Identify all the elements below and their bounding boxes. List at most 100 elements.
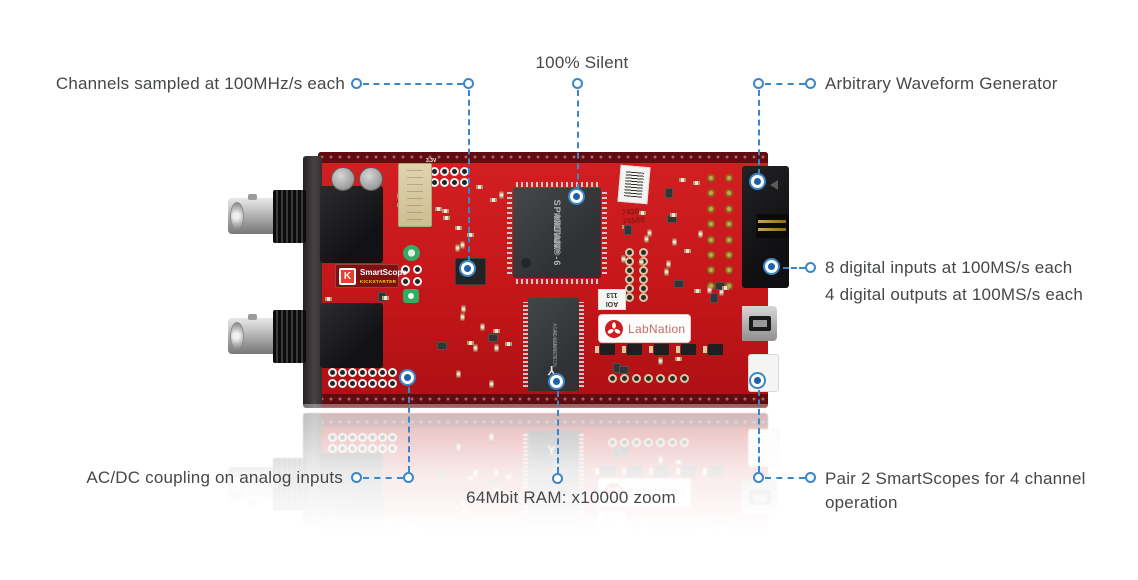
pcb-hw (450, 167, 459, 176)
pcb-smd (480, 323, 485, 331)
pcb-icsm (664, 188, 673, 199)
pcb-hg (707, 220, 715, 229)
pcb-smd (683, 248, 691, 253)
reflection-fade (0, 404, 1138, 580)
labnation-flower-icon (605, 320, 623, 338)
callout-silent-line-v (577, 90, 579, 190)
callout-silent-end-circle (572, 78, 583, 89)
callout-channels-anchor-dot (461, 262, 474, 275)
pcb-hg (725, 220, 733, 229)
pcb-hb (639, 266, 648, 275)
pcb-smd (505, 342, 513, 347)
pcb-hw (450, 178, 459, 187)
fpga-pins-left (507, 192, 512, 274)
pcb-smd (466, 233, 474, 238)
connector-notch (756, 214, 789, 238)
pcb-smd (494, 344, 499, 352)
pcb-hw (338, 379, 347, 388)
status-led (403, 289, 419, 303)
pcb-smd (672, 238, 677, 246)
aoi-number: 113 (606, 291, 618, 298)
pcb-smd (460, 313, 465, 321)
connector-gold-pin (758, 228, 786, 231)
pcb-hb (625, 284, 634, 293)
pcb-smd (674, 356, 682, 361)
pcb-smd (721, 285, 729, 290)
capacitor (331, 167, 355, 191)
pcb-smd (467, 340, 475, 345)
pcb-sot (622, 344, 642, 355)
callout-ram-end-circle (552, 473, 563, 484)
pcb-sot (676, 344, 696, 355)
pcb-hg (707, 235, 715, 244)
pcb-hb (625, 293, 634, 302)
pcb-hb (639, 248, 648, 257)
pcb-sot (595, 344, 615, 355)
pcb-hb (620, 374, 629, 383)
callout-pair-anchor-dot (751, 374, 764, 387)
callout-pair-label-line1: Pair 2 SmartScopes for 4 channel (825, 469, 1086, 488)
pcb-hw (388, 379, 397, 388)
pcb-hg (725, 251, 733, 259)
fpga-pin1-dimple (521, 258, 531, 268)
pcb-smd (647, 229, 652, 237)
callout-acdc-anchor-dot (401, 371, 414, 384)
pcb-smd (638, 210, 646, 215)
callout-digital-inputs-label: 8 digital inputs at 100MS/s each (825, 258, 1073, 277)
rail-label: 3.3V (426, 158, 437, 164)
pcb-smd (442, 216, 450, 221)
pcb-smd (454, 225, 462, 230)
pcb-icsm (709, 292, 718, 303)
bnc-face (230, 322, 244, 350)
pcb-smd (621, 255, 626, 263)
kickstarter-title: SmartScope (360, 268, 407, 277)
pcb-hb (639, 293, 648, 302)
callout-pair-line-v (758, 390, 760, 472)
pcb-icsm (488, 333, 499, 342)
callout-ram-line-v (557, 391, 559, 473)
bnc-bayonet-lug (248, 314, 257, 320)
barcode-label (617, 164, 651, 205)
callout-channels-label: Channels sampled at 100MHz/s each (55, 74, 345, 93)
pcb-icsm (618, 365, 629, 374)
callout-channels-line-v (468, 90, 470, 262)
pcb-hw (348, 368, 357, 377)
pcb-smd (666, 260, 671, 268)
callout-awg-end-circle (805, 78, 816, 89)
usb-tab (753, 320, 767, 327)
ram-part: AS4C4M16S-7TCN (551, 323, 557, 367)
pcb-hg (707, 174, 715, 182)
pcb-hg (707, 204, 715, 213)
callout-channels-line-h (363, 83, 463, 85)
pcb-smd (434, 206, 442, 211)
callout-digital-outputs-label: 4 digital outputs at 100MS/s each (825, 285, 1083, 304)
callout-acdc-corner-circle (403, 472, 414, 483)
kickstarter-k-icon: K (339, 268, 356, 285)
fpga-chip: XILINX SPARTAN®-6 XC6SLX4™ TQG144BIV1413… (513, 188, 601, 278)
pcb-hw (338, 368, 347, 377)
labnation-wordmark: LabNation (628, 322, 686, 336)
callout-silent-label: 100% Silent (535, 53, 629, 72)
pcb-smd (460, 241, 465, 249)
pcb-hw (401, 265, 410, 274)
pcb-sot (649, 344, 669, 355)
alliance-logo-icon: ⅄ (548, 364, 556, 378)
kickstarter-badge: K SmartScope KICKSTARTER (335, 264, 407, 288)
aoi-text: AOI (605, 300, 619, 307)
callout-channels-end-circle (351, 78, 362, 89)
pcb-hw (440, 167, 449, 176)
callout-awg-line-h (765, 83, 805, 85)
callout-ram-anchor-dot (550, 375, 563, 388)
aoi-label: AOI 113 (598, 289, 626, 310)
pcb-hg (725, 235, 733, 244)
analog-input-shield-a (320, 186, 383, 263)
callout-awg-line-v (758, 90, 760, 175)
callout-awg-anchor-dot (751, 175, 764, 188)
connector-gold-pin (758, 220, 786, 223)
callout-pair-corner-circle (753, 472, 764, 483)
callout-awg-label: Arbitrary Waveform Generator (825, 74, 1058, 93)
pcb-hw (358, 379, 367, 388)
fpga-pins-top (516, 182, 598, 187)
pcb-smd (490, 198, 498, 203)
pcb-hb (632, 374, 641, 383)
